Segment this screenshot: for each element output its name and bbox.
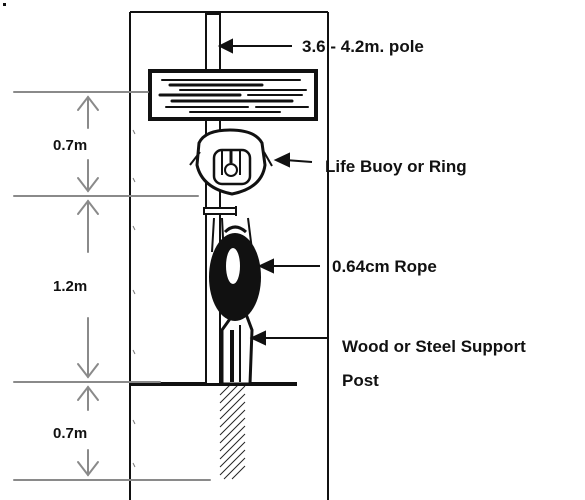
dimension-middle-label: 1.2m <box>53 278 87 295</box>
sign-board <box>148 69 318 121</box>
coiled-rope <box>209 225 261 321</box>
callout-rope-label: 0.64cm Rope <box>332 257 437 276</box>
callout-pole-label: 3.6 - 4.2m. pole <box>302 37 424 56</box>
callout-post-label-line1: Wood or Steel Support <box>342 337 526 356</box>
ground-hatching <box>219 384 246 480</box>
callout-post-label-line2: Post <box>342 371 379 390</box>
frame-ticks <box>132 129 136 468</box>
life-buoy <box>189 128 273 196</box>
dimension-lines <box>13 91 211 481</box>
dimension-top-label: 0.7m <box>53 137 87 154</box>
callout-arrows <box>217 38 328 346</box>
dimension-bottom-label: 0.7m <box>53 425 87 442</box>
callout-buoy-label: Life Buoy or Ring <box>325 157 467 176</box>
support-post <box>220 312 254 386</box>
corner-dot <box>3 3 6 6</box>
hook-bracket <box>203 206 253 259</box>
